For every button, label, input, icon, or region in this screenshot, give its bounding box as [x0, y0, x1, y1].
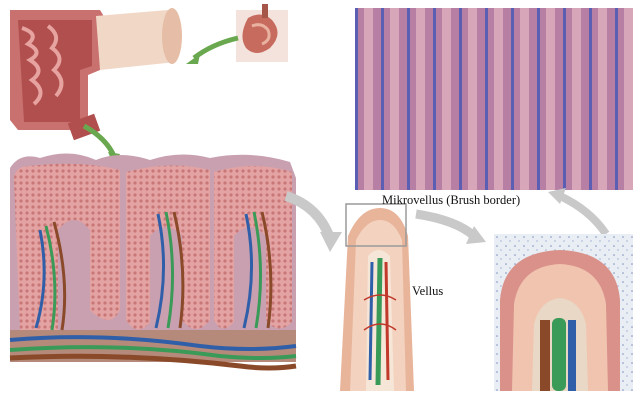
curved-arrow-icon [416, 214, 474, 236]
villi-section [10, 153, 296, 368]
curved-arrow-icon [194, 38, 238, 58]
stomach-inset [236, 4, 288, 62]
curved-arrow-icon [320, 232, 342, 252]
villus-label: Vellus [412, 284, 443, 299]
villus-tip-enlarged [494, 234, 633, 391]
small-intestine-tube [10, 8, 182, 140]
curved-arrow-icon [560, 196, 606, 234]
microvillus-label: Mikrovellus (Brush border) [382, 193, 520, 208]
microvilli-micrograph [355, 8, 633, 190]
single-villus [340, 204, 414, 391]
